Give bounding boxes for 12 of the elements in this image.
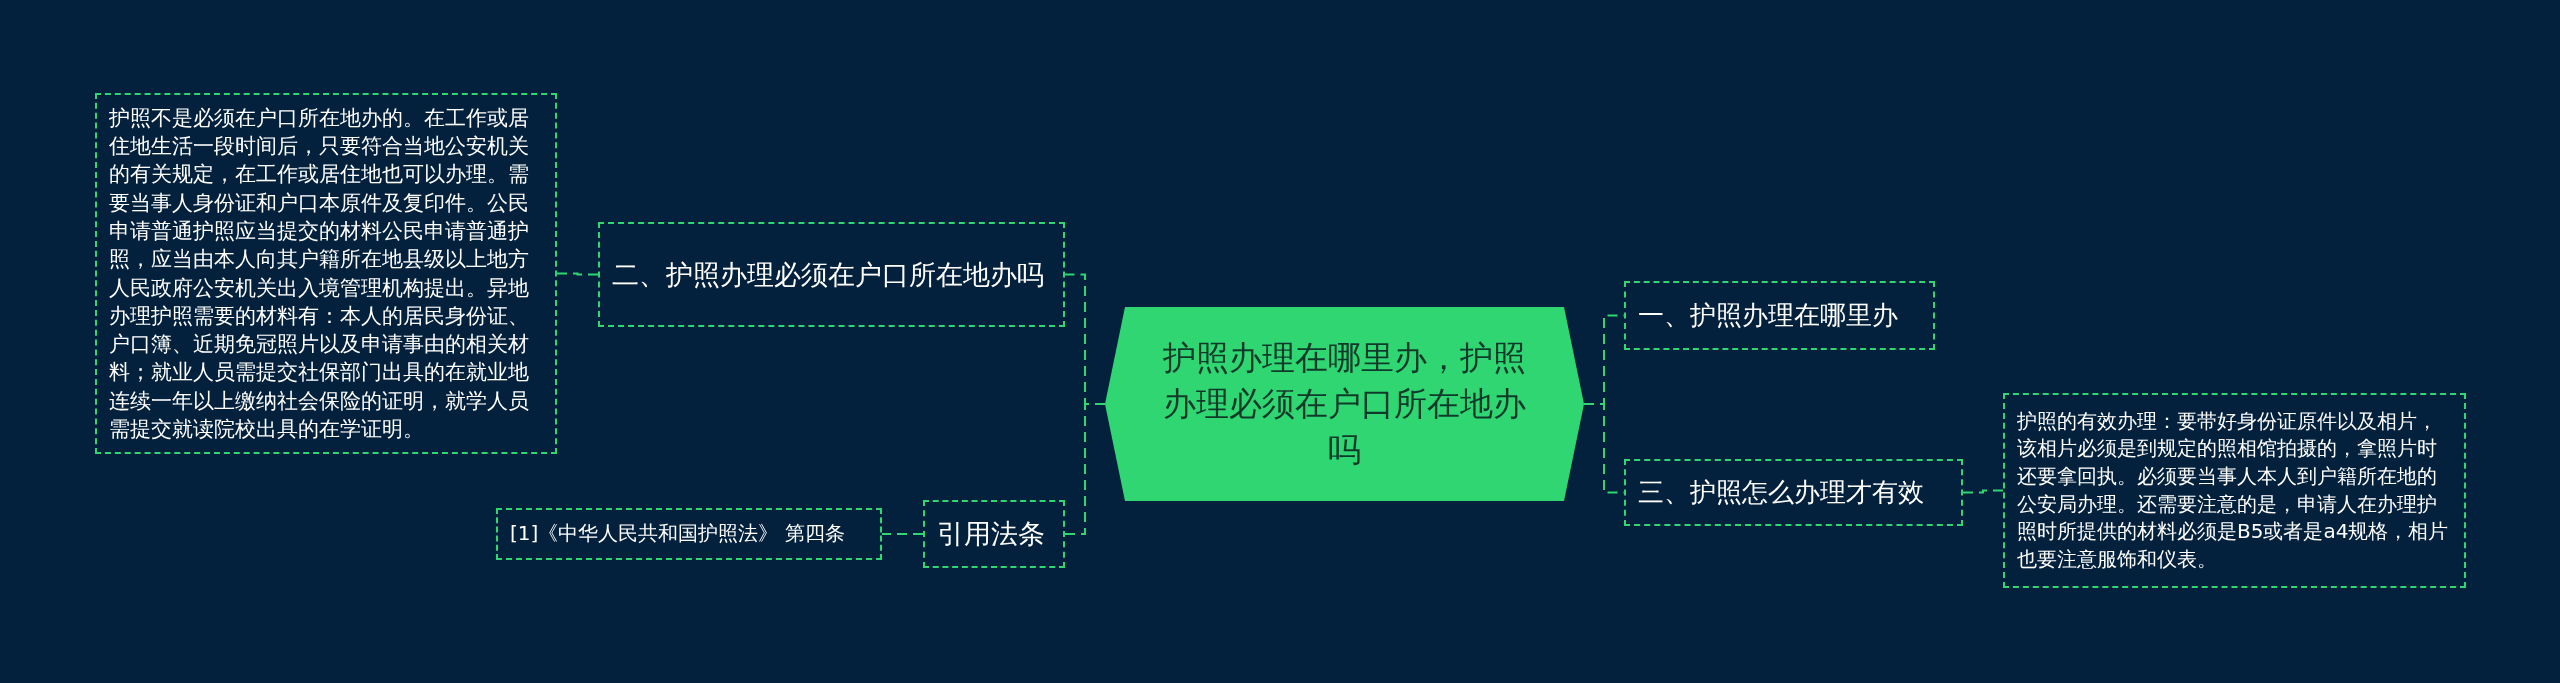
central-topic: 护照办理在哪里办，护照办理必须在户口所在地办吗 (1105, 307, 1584, 501)
note-box: 护照不是必须在户口所在地办的。在工作或居住地生活一段时间后，只要符合当地公安机关的有关规定，在工作或居住地也可以办理。需要当事人身份证和户口本原件及复印件。公民申请普通护照应当提交的材料公民申请普通护照，应当由本人向其户籍所在地县级以上地方人民政府公安机关出入境管理机构提出。异地办理护照需要的材料有：本人的居民身份证、户口簿、近期免冠照片以及申请事由的相关材料；就业人员需提交社保部门出具的在就业地连续一年以上缴纳社会保险的证明，就学人员需提交就读院校出具的在学证明。 (95, 93, 557, 454)
topic-box: 三、护照怎么办理才有效 (1624, 459, 1963, 526)
connector-line (1064, 403, 1106, 535)
topic-box: 二、护照办理必须在户口所在地办吗 (598, 222, 1065, 327)
topic-box: 一、护照办理在哪里办 (1624, 281, 1935, 350)
note-box: 护照的有效办理：要带好身份证原件以及相片，该相片必须是到规定的照相馆拍摄的，拿照片时还要拿回执。必须要当事人本人到户籍所在地的公安局办理。还需要注意的是，申请人在办理护照时所提供的材料必须是B5或者是a4规格，相片也要注意服饰和仪表。 (2003, 393, 2466, 588)
connector-line (1962, 489, 2004, 494)
topic-box: 引用法条 (923, 500, 1065, 568)
citation-box: [1]《中华人民共和国护照法》 第四条 (496, 508, 882, 560)
connector-line (881, 533, 924, 535)
connector-line (556, 272, 599, 276)
